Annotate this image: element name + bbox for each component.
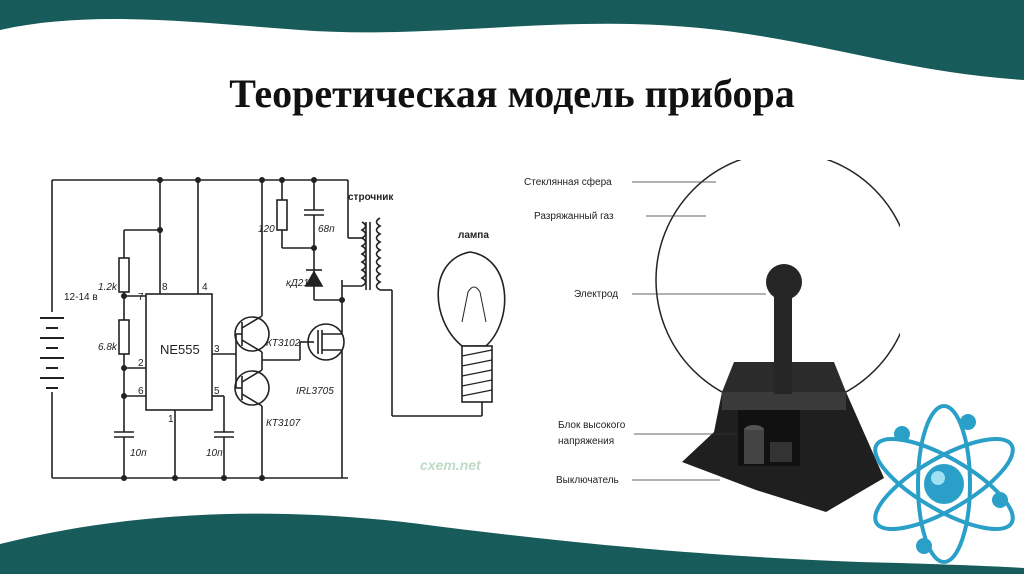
capacitor-68-label: 68п bbox=[318, 224, 335, 235]
pin-8-label: 8 bbox=[162, 282, 168, 293]
pin-1-label: 1 bbox=[168, 414, 174, 425]
pin-3-label: 3 bbox=[214, 344, 220, 355]
chip-label: NE555 bbox=[160, 342, 200, 357]
pin-6-label: 6 bbox=[138, 386, 144, 397]
label-electrode: Электрод bbox=[574, 289, 618, 300]
pin-7-label: 7 bbox=[138, 292, 144, 303]
transformer-label: строчник bbox=[348, 192, 394, 203]
electrode-ball bbox=[766, 264, 802, 300]
supply-voltage-label: 12-14 в bbox=[64, 292, 98, 303]
label-glass-sphere: Стеклянная сфера bbox=[524, 176, 612, 188]
electrode-rod bbox=[774, 290, 792, 394]
atom-icon bbox=[873, 404, 1015, 564]
resistor-120-label: 120 bbox=[258, 224, 275, 235]
resistor-6-8k-label: 6.8k bbox=[98, 342, 118, 353]
label-rarefied-gas: Разряжанный газ bbox=[534, 211, 614, 222]
capacitor-right-label: 10п bbox=[206, 448, 223, 459]
capacitor-left-label: 10п bbox=[130, 448, 147, 459]
label-switch: Выключатель bbox=[556, 475, 619, 486]
watermark: cxem.net bbox=[420, 457, 482, 473]
label-hv-block-line1: Блок высокого bbox=[558, 420, 626, 431]
bottom-wave-decoration bbox=[0, 513, 1024, 574]
plasma-ball-diagram: Стеклянная сфера Разряжанный газ Электро… bbox=[524, 160, 900, 512]
pin-2-label: 2 bbox=[138, 358, 144, 369]
mosfet-label: IRL3705 bbox=[296, 386, 334, 397]
transistor-npn-label: КТ3102 bbox=[266, 338, 301, 349]
pin-5-label: 5 bbox=[214, 386, 220, 397]
lamp-label: лампа bbox=[458, 230, 489, 241]
circuit-diagram: cxem.net 12-14 в NE555 8 4 7 2 6 3 5 1 1… bbox=[40, 177, 506, 481]
pin-4-label: 4 bbox=[202, 282, 208, 293]
lamp-symbol bbox=[437, 251, 506, 403]
transistor-pnp-label: КТ3107 bbox=[266, 418, 301, 429]
top-wave-decoration bbox=[0, 0, 1024, 80]
label-hv-block-line2: напряжения bbox=[558, 436, 614, 447]
device-base bbox=[682, 362, 884, 512]
slide-title: Теоретическая модель прибора bbox=[229, 71, 795, 116]
diode-label: кД212 bbox=[286, 278, 315, 289]
resistor-1-2k-label: 1.2k bbox=[98, 282, 118, 293]
